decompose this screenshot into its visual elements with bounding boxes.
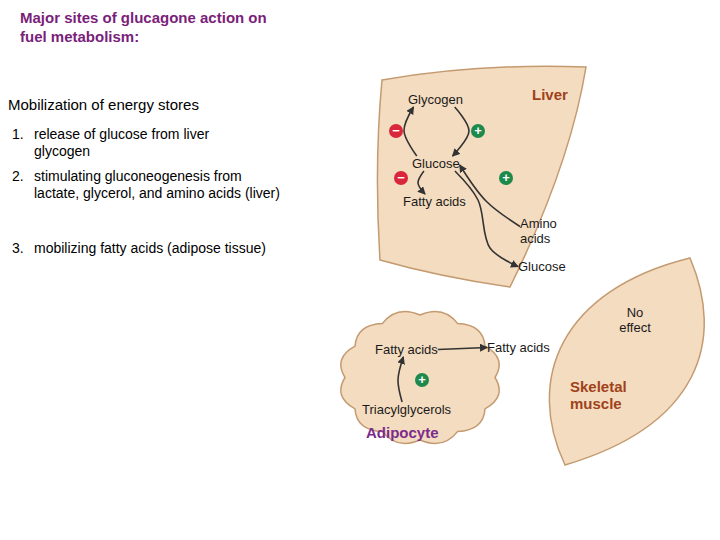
organ-shape: No effectSkeletal muscle bbox=[540, 250, 710, 475]
metabolite-label: Amino acids bbox=[520, 216, 565, 246]
metabolite-node: Fatty acids bbox=[403, 194, 466, 209]
organ-label: Liver bbox=[532, 86, 568, 103]
metabolite-label: Glucose bbox=[412, 156, 460, 171]
list-item: mobilizing fatty acids (adipose tissue) bbox=[34, 240, 334, 257]
cloud-path bbox=[341, 312, 499, 444]
organ-label: Adipocyte bbox=[366, 424, 439, 441]
metabolite-node: Glycogen bbox=[408, 92, 463, 107]
regulation-sign: − bbox=[389, 124, 403, 138]
leaf-outline bbox=[540, 250, 710, 475]
regulation-sign: + bbox=[415, 373, 429, 387]
metabolite-node: Fatty acids bbox=[487, 340, 550, 355]
regulation-sign: − bbox=[394, 171, 408, 185]
metabolite-label: Triacylglycerols bbox=[362, 402, 451, 417]
metabolite-node: Glucose bbox=[412, 156, 460, 171]
section-heading: Mobilization of energy stores bbox=[8, 96, 308, 114]
list-number: 3. bbox=[12, 240, 32, 257]
regulation-sign: + bbox=[471, 124, 485, 138]
organ-label: No effect bbox=[610, 305, 660, 335]
list-number: 1. bbox=[12, 126, 32, 143]
metabolite-node: Glucose bbox=[518, 259, 566, 274]
organ-label: Skeletal muscle bbox=[570, 378, 650, 412]
metabolite-label: Fatty acids bbox=[403, 194, 466, 209]
metabolite-node: Triacylglycerols bbox=[362, 402, 451, 417]
metabolite-node: Fatty acids bbox=[375, 342, 438, 357]
metabolite-label: Fatty acids bbox=[487, 340, 550, 355]
metabolite-label: Glucose bbox=[518, 259, 566, 274]
leaf-path bbox=[549, 258, 704, 465]
liver-path bbox=[377, 66, 586, 287]
diagram-title: Major sites of glucagone action on fuel … bbox=[20, 8, 270, 46]
list-item: stimulating gluconeogenesis from lactate… bbox=[34, 168, 289, 202]
metabolite-label: Glycogen bbox=[408, 92, 463, 107]
list-number: 2. bbox=[12, 168, 32, 185]
list-item: release of glucose from liver glycogen bbox=[34, 126, 249, 160]
regulation-sign: + bbox=[499, 171, 513, 185]
metabolite-label: Fatty acids bbox=[375, 342, 438, 357]
metabolite-node: Amino acids bbox=[520, 216, 565, 246]
